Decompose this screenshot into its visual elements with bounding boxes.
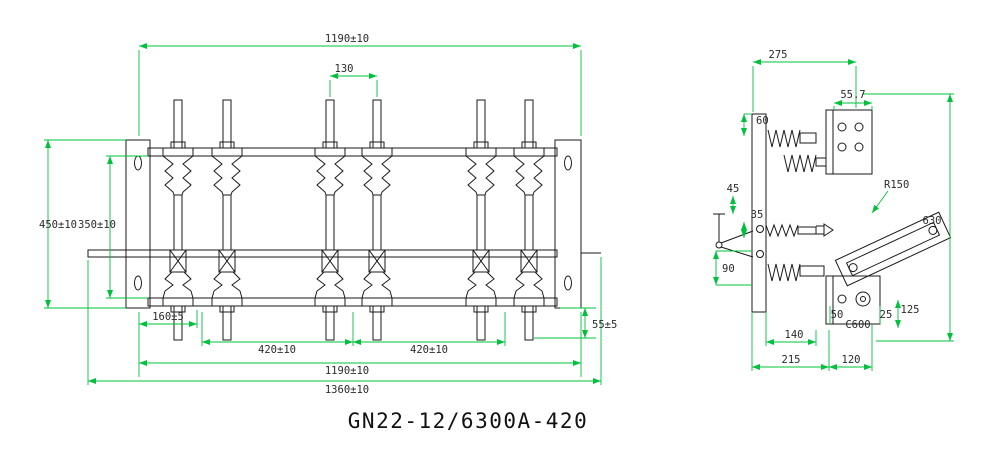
dim-label-box-width: 55.7	[840, 89, 865, 101]
side-structure	[713, 109, 952, 325]
dim-label-c600: C600	[845, 319, 870, 331]
insulator-post-6	[513, 99, 545, 341]
lower-stem	[799, 265, 825, 277]
insulator-post-3	[314, 99, 346, 341]
terminal-hole	[837, 122, 847, 132]
mount-slot	[134, 275, 142, 291]
dim-label-radius: R150	[884, 179, 909, 191]
base-hole	[855, 291, 871, 307]
dim-label-35: 35	[751, 209, 764, 221]
side-dimension-lines	[713, 59, 954, 371]
terminal-hole	[854, 122, 864, 132]
upper-bellows-1	[767, 129, 801, 148]
base-hole	[860, 296, 866, 302]
dim-label-140: 140	[785, 329, 804, 341]
front-view: 1190±10 130 450±10 350±10 160±5 420±10 4…	[39, 33, 617, 396]
base-hole	[837, 294, 847, 304]
dim-label-right-offset: 55±5	[592, 319, 617, 331]
dim-label-60: 60	[756, 115, 769, 127]
dim-label-blade-gap: 130	[335, 63, 354, 75]
dim-label-120: 120	[842, 354, 861, 366]
terminal-hole	[854, 142, 864, 152]
bottom-rail	[147, 297, 558, 307]
drawing-title: GN22-12/6300A-420	[348, 409, 588, 433]
dim-label-total-bottom: 1190±10	[325, 365, 369, 377]
dim-label-50: 50	[831, 309, 844, 321]
mount-slot	[134, 155, 142, 171]
upper-stem-2	[815, 157, 827, 167]
insulator-post-5	[465, 99, 497, 341]
front-dimension-lines	[44, 43, 602, 385]
dim-label-90: 90	[722, 263, 735, 275]
dim-label-phase-right: 420±10	[410, 344, 448, 356]
dim-label-45: 45	[727, 183, 740, 195]
mounting-plate	[751, 113, 767, 313]
insulator-post-4	[361, 99, 393, 341]
upper-bellows-2	[783, 154, 817, 173]
side-view: 275 55.7 60 45 35 90 R150 630 50 C600 25…	[713, 49, 954, 371]
dim-label-overall: 1360±10	[325, 384, 369, 396]
left-end-plate	[125, 139, 151, 309]
dim-label-height-inner: 350±10	[78, 219, 116, 231]
dim-label-phase-left: 420±10	[258, 344, 296, 356]
dim-label-215: 215	[782, 354, 801, 366]
dim-label-base-offset: 160±5	[152, 311, 184, 323]
terminal-box-upper	[825, 109, 873, 175]
dim-label-total-top: 1190±10	[325, 33, 369, 45]
insulator-post-2	[211, 99, 243, 341]
terminal-hole	[837, 142, 847, 152]
lower-bellows	[767, 263, 801, 282]
dim-label-top-width: 275	[769, 49, 788, 61]
lever-mechanism	[713, 213, 834, 258]
mount-slot	[564, 275, 572, 291]
base-box-lower	[825, 275, 881, 325]
dim-label-125: 125	[901, 304, 920, 316]
front-structure	[87, 99, 601, 341]
dim-label-height: 630	[923, 215, 942, 227]
dim-label-25: 25	[880, 309, 893, 321]
top-rail	[147, 147, 558, 157]
blade-assembly	[834, 211, 952, 287]
right-end-plate	[554, 139, 582, 309]
upper-stem-1	[799, 132, 817, 144]
mount-slot	[564, 155, 572, 171]
insulator-post-1	[162, 99, 194, 341]
dim-label-height-outer: 450±10	[39, 219, 77, 231]
